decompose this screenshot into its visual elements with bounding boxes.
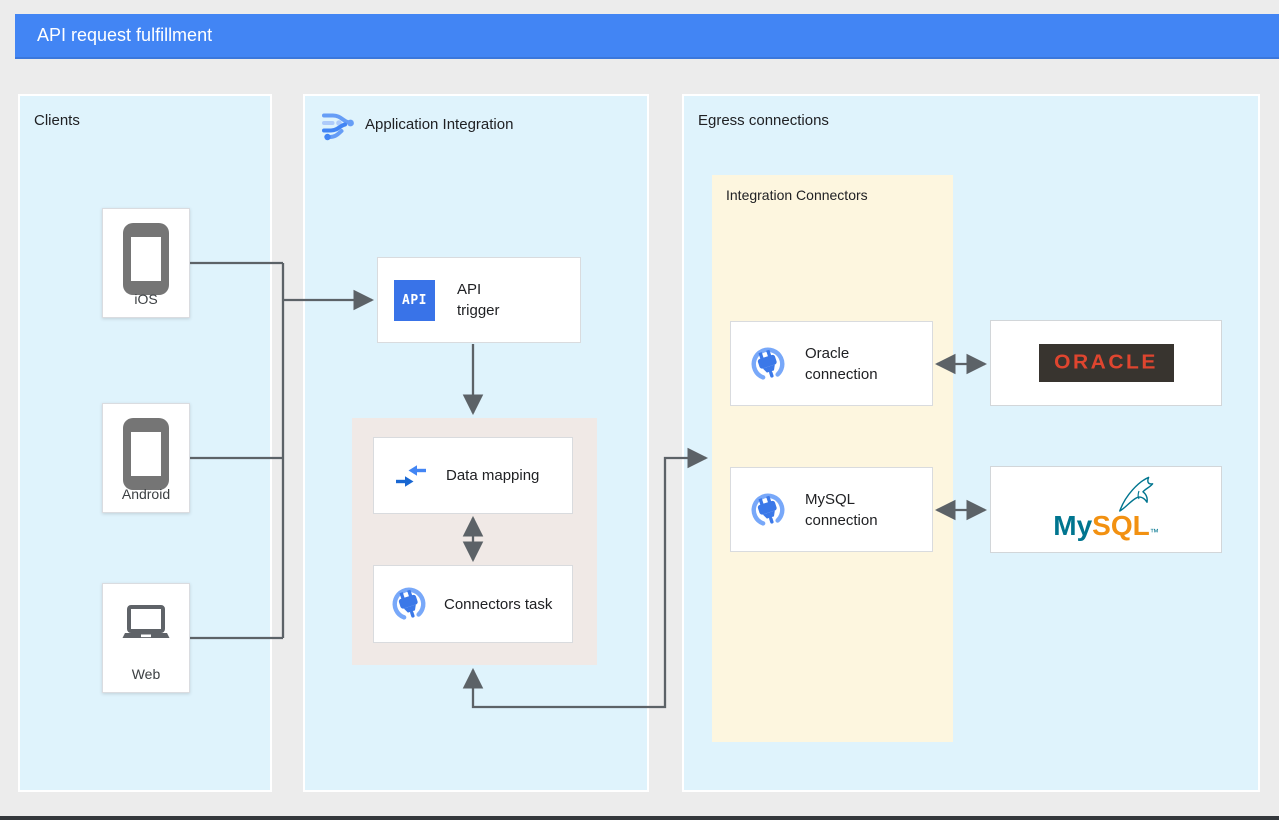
oracle-logo-text: ORACLE [1054,351,1158,374]
application-integration-title: Application Integration [365,115,514,133]
mysql-logo-my: My [1053,510,1093,541]
mysql-connection-node: MySQL connection [730,467,933,552]
smartphone-icon [123,418,169,490]
mysql-connection-label: MySQL connection [805,490,878,529]
connector-plug-icon [751,347,785,380]
mysql-logo-tm: ™ [1149,527,1159,537]
connector-plug-icon [392,587,426,621]
mysql-target-node: MySQL™ [990,466,1222,553]
mysql-dolphin-icon [1119,476,1154,512]
mysql-logo: MySQL™ [991,510,1221,542]
diagram-title-banner: API request fulfillment [15,14,1279,59]
api-trigger-icon: API [394,279,435,321]
data-mapping-label: Data mapping [446,467,540,484]
integration-connectors-panel: Integration Connectors [712,175,953,742]
egress-panel-title: Egress connections [698,112,829,129]
connector-plug-icon [751,493,785,526]
mysql-logo-sql: SQL [1092,510,1150,541]
data-mapping-icon [396,464,426,487]
oracle-logo: ORACLE [1038,344,1174,382]
diagram-title: API request fulfillment [37,25,213,45]
application-integration-icon [322,113,354,141]
client-node-android: Android [102,403,190,513]
client-node-label: Android [121,486,171,502]
oracle-connection-label: Oracle connection [805,344,878,383]
api-trigger-node: API API trigger [377,257,581,343]
client-node-web: Web [102,583,190,693]
window-bottom-edge [0,816,1279,820]
oracle-connection-node: Oracle connection [730,321,933,406]
integration-connectors-title: Integration Connectors [726,187,868,203]
client-node-label: iOS [134,291,158,307]
client-node-label: Web [131,666,161,682]
data-mapping-node: Data mapping [373,437,573,514]
connectors-task-label: Connectors task [444,595,553,613]
clients-panel-title: Clients [34,112,80,129]
oracle-target-node: ORACLE [990,320,1222,406]
api-trigger-label: API trigger [457,281,500,319]
connectors-task-node: Connectors task [373,565,573,643]
laptop-icon [122,605,170,638]
client-node-ios: iOS [102,208,190,318]
smartphone-icon [123,223,169,295]
